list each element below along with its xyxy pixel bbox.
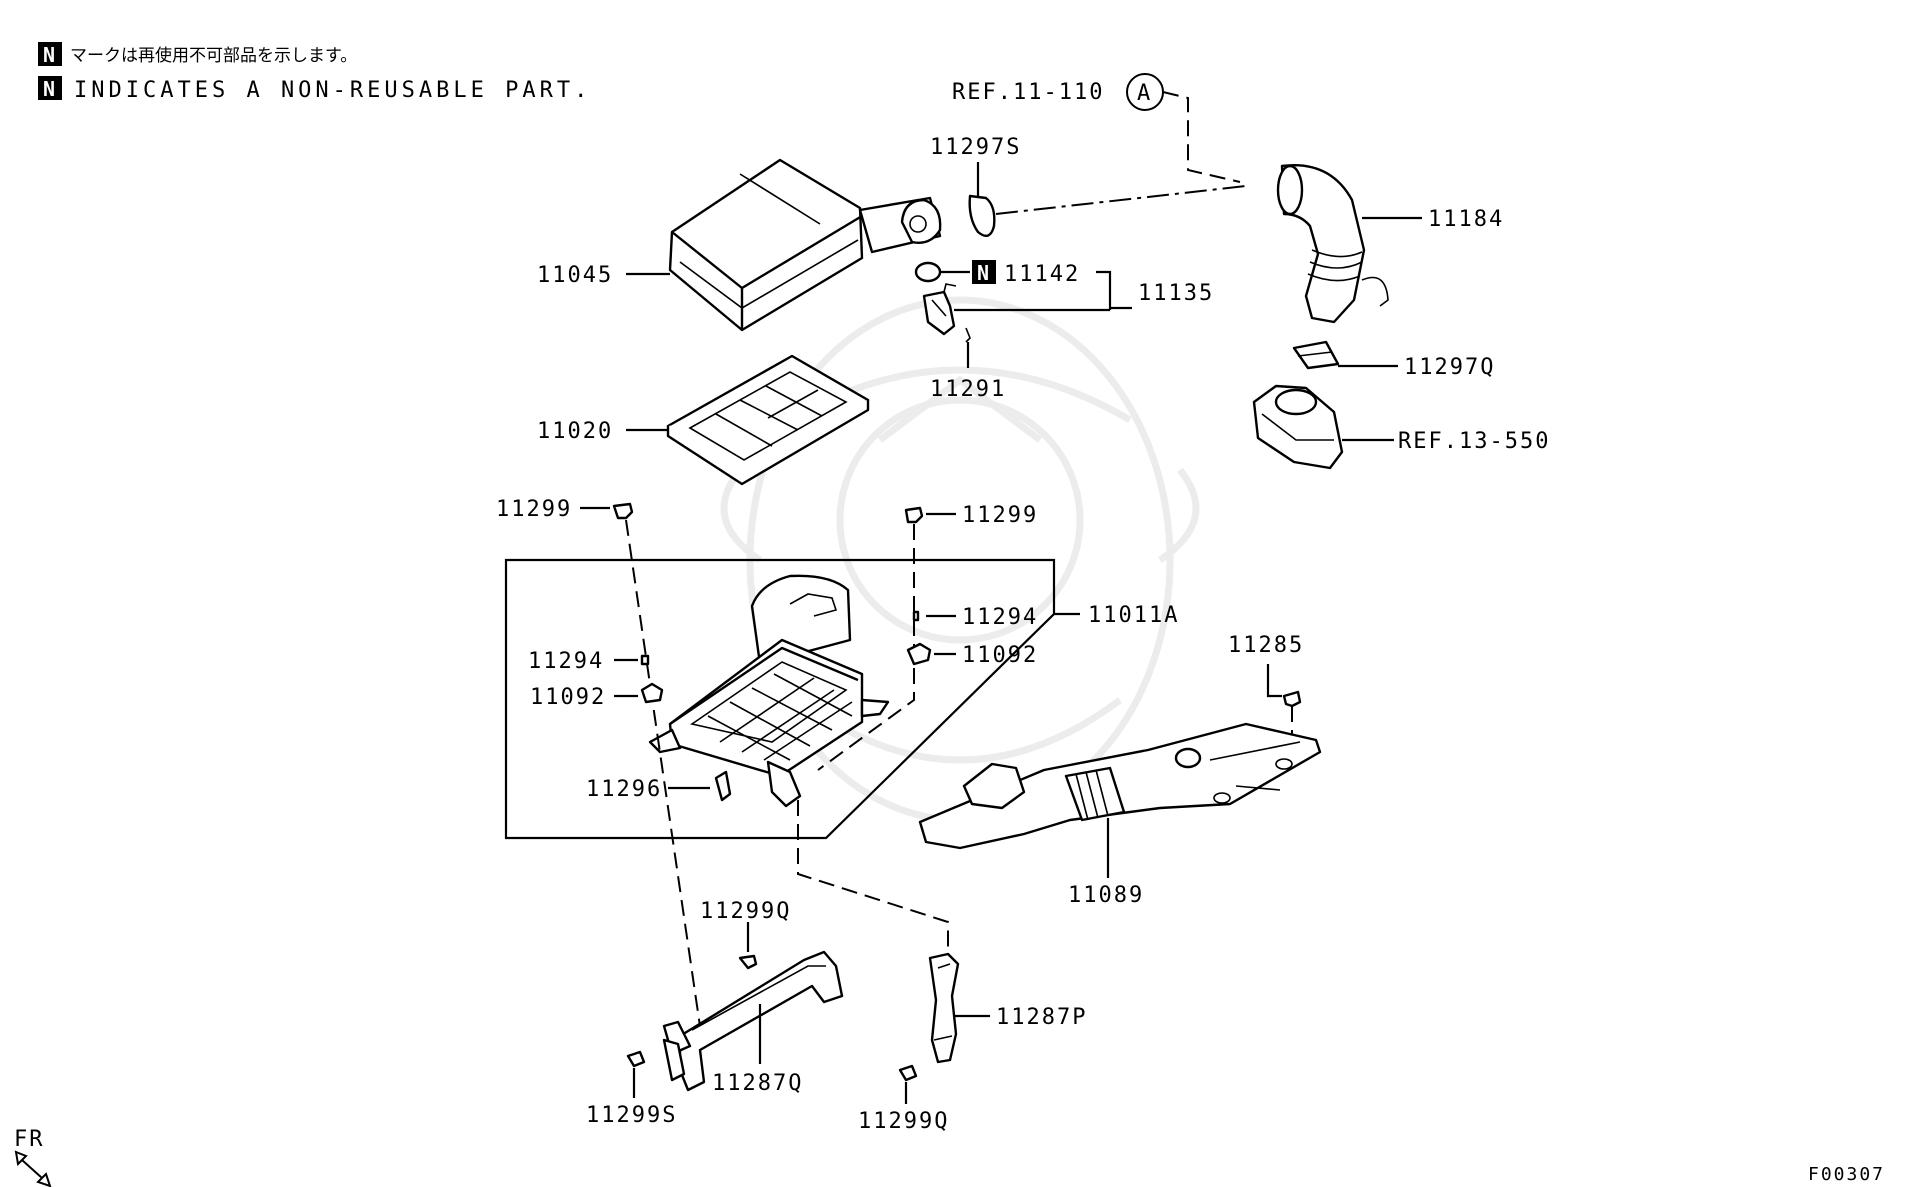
figure-code: F00307 <box>1808 1164 1885 1185</box>
svg-text:11291: 11291 <box>930 377 1006 402</box>
hose-clamp-11297S: 11297S <box>930 135 1021 238</box>
bolt-11285: 11285 <box>1228 633 1304 760</box>
alignment-line <box>995 185 1247 215</box>
svg-text:11045: 11045 <box>537 263 613 288</box>
hose-clamp-11297Q: 11297Q <box>1292 340 1495 380</box>
ref-11-110: REF.11-110 A <box>952 73 1241 183</box>
svg-text:11294: 11294 <box>528 649 604 674</box>
n-badge: N <box>43 43 55 67</box>
air-inlet-duct-11089: 11089 <box>918 722 1322 908</box>
svg-text:11184: 11184 <box>1428 207 1504 232</box>
bracket-11287Q: 11287Q <box>662 950 844 1096</box>
grommet-11294-right: 11294 <box>912 605 1038 630</box>
grommet-11294-left: 11294 <box>528 649 650 674</box>
fr-label: FR <box>14 1127 45 1152</box>
throttle-body-ref-13-550: REF.13-550 <box>1252 384 1550 470</box>
svg-text:11020: 11020 <box>537 419 613 444</box>
non-reusable-note-english: N INDICATES A NON-REUSABLE PART. <box>38 76 591 103</box>
svg-text:11299Q: 11299Q <box>858 1109 949 1134</box>
svg-text:REF.13-550: REF.13-550 <box>1398 429 1550 454</box>
n-badge: N <box>43 77 55 101</box>
svg-text:11299: 11299 <box>962 503 1038 528</box>
svg-text:11299S: 11299S <box>586 1103 677 1128</box>
svg-text:REF.11-110: REF.11-110 <box>952 80 1104 105</box>
svg-text:11011A: 11011A <box>1088 603 1179 628</box>
svg-text:11297S: 11297S <box>930 135 1021 160</box>
svg-text:11299: 11299 <box>496 497 572 522</box>
bracket-11287P: 11287P <box>928 952 1087 1064</box>
front-direction-indicator: FR <box>14 1127 52 1187</box>
svg-text:11092: 11092 <box>962 643 1038 668</box>
air-cleaner-element-11020: 11020 <box>537 354 870 486</box>
clip-11296: 11296 <box>586 770 732 802</box>
non-reusable-note-japanese: N マークは再使用不可部品を示します。 <box>38 42 357 67</box>
cushion-11092-right: 11092 <box>906 642 1038 668</box>
svg-text:11299Q: 11299Q <box>700 899 791 924</box>
svg-text:11089: 11089 <box>1068 883 1144 908</box>
svg-text:11092: 11092 <box>530 685 606 710</box>
bolt-11299S: 11299S <box>586 1050 677 1128</box>
air-cleaner-cover-11045: 11045 <box>537 158 942 332</box>
ref-circle-letter: A <box>1137 81 1152 106</box>
svg-text:11135: 11135 <box>1138 281 1214 306</box>
svg-text:11285: 11285 <box>1228 633 1304 658</box>
bolt-11299Q-bottom: 11299Q <box>858 1064 949 1134</box>
svg-text:11142: 11142 <box>1004 262 1080 287</box>
note-english-text: INDICATES A NON-REUSABLE PART. <box>74 78 591 103</box>
svg-text:11287Q: 11287Q <box>712 1071 803 1096</box>
svg-text:11296: 11296 <box>586 777 662 802</box>
svg-text:11294: 11294 <box>962 605 1038 630</box>
bolt-11299Q-top: 11299Q <box>700 899 791 970</box>
cushion-11092-left: 11092 <box>530 682 664 710</box>
svg-text:11287P: 11287P <box>996 1005 1087 1030</box>
n-badge: N <box>977 261 989 285</box>
bolt-11299-left: 11299 <box>496 497 634 522</box>
bolt-11299-right: 11299 <box>904 503 1038 528</box>
air-flow-sensor-assy-11135: N 11142 11135 11291 <box>914 260 1214 402</box>
air-cleaner-case-assy-11011A: 11011A <box>504 519 1179 1041</box>
arrow-icon <box>14 1150 52 1187</box>
svg-text:11297Q: 11297Q <box>1404 355 1495 380</box>
air-intake-hose-11184: 11184 <box>1276 164 1504 324</box>
note-japanese-text: マークは再使用不可部品を示します。 <box>70 45 357 66</box>
